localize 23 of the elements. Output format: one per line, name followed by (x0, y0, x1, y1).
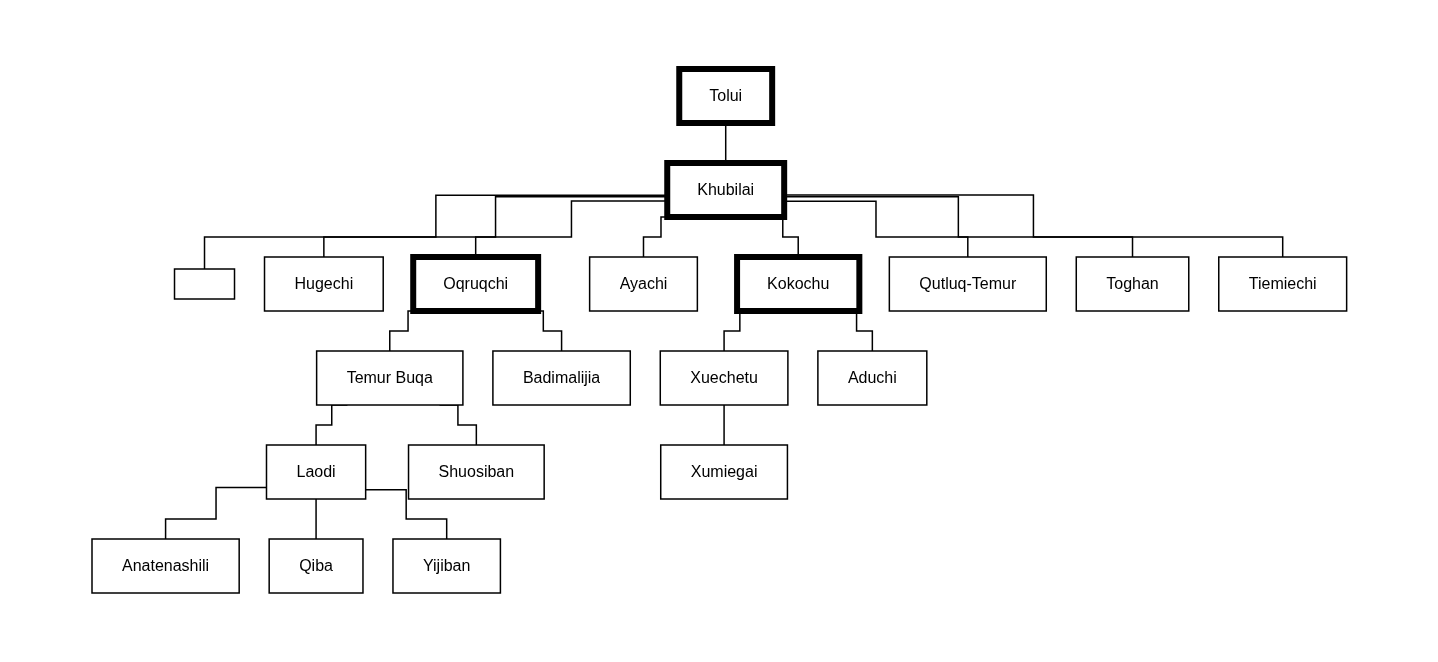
node-box: Laodi (265, 444, 367, 500)
node-box: Ayachi (588, 256, 698, 312)
node-box: Qiba (268, 538, 364, 594)
node-box (173, 268, 235, 300)
node-box: Anatenashili (90, 538, 240, 594)
node-box: Xuechetu (659, 350, 789, 406)
connector (164, 486, 267, 540)
node-box: Kokochu (733, 254, 862, 314)
node-box: Yijiban (391, 538, 501, 594)
connector (723, 404, 725, 446)
node-box: Qutluq-Temur (888, 256, 1047, 312)
node-box: Oqruqchi (409, 254, 541, 314)
connector (315, 498, 317, 540)
node-box: Aduchi (816, 350, 928, 406)
node-box: Tiemiechi (1217, 256, 1348, 312)
node-box: Tolui (675, 66, 775, 126)
node-box: Shuosiban (407, 444, 545, 500)
node-box: Xumiegai (659, 444, 788, 500)
node-box: Hugechi (263, 256, 384, 312)
node-box: Temur Buqa (315, 350, 464, 406)
node-box: Toghan (1075, 256, 1190, 312)
node-box: Khubilai (663, 160, 787, 220)
node-box: Badimalijia (491, 350, 631, 406)
